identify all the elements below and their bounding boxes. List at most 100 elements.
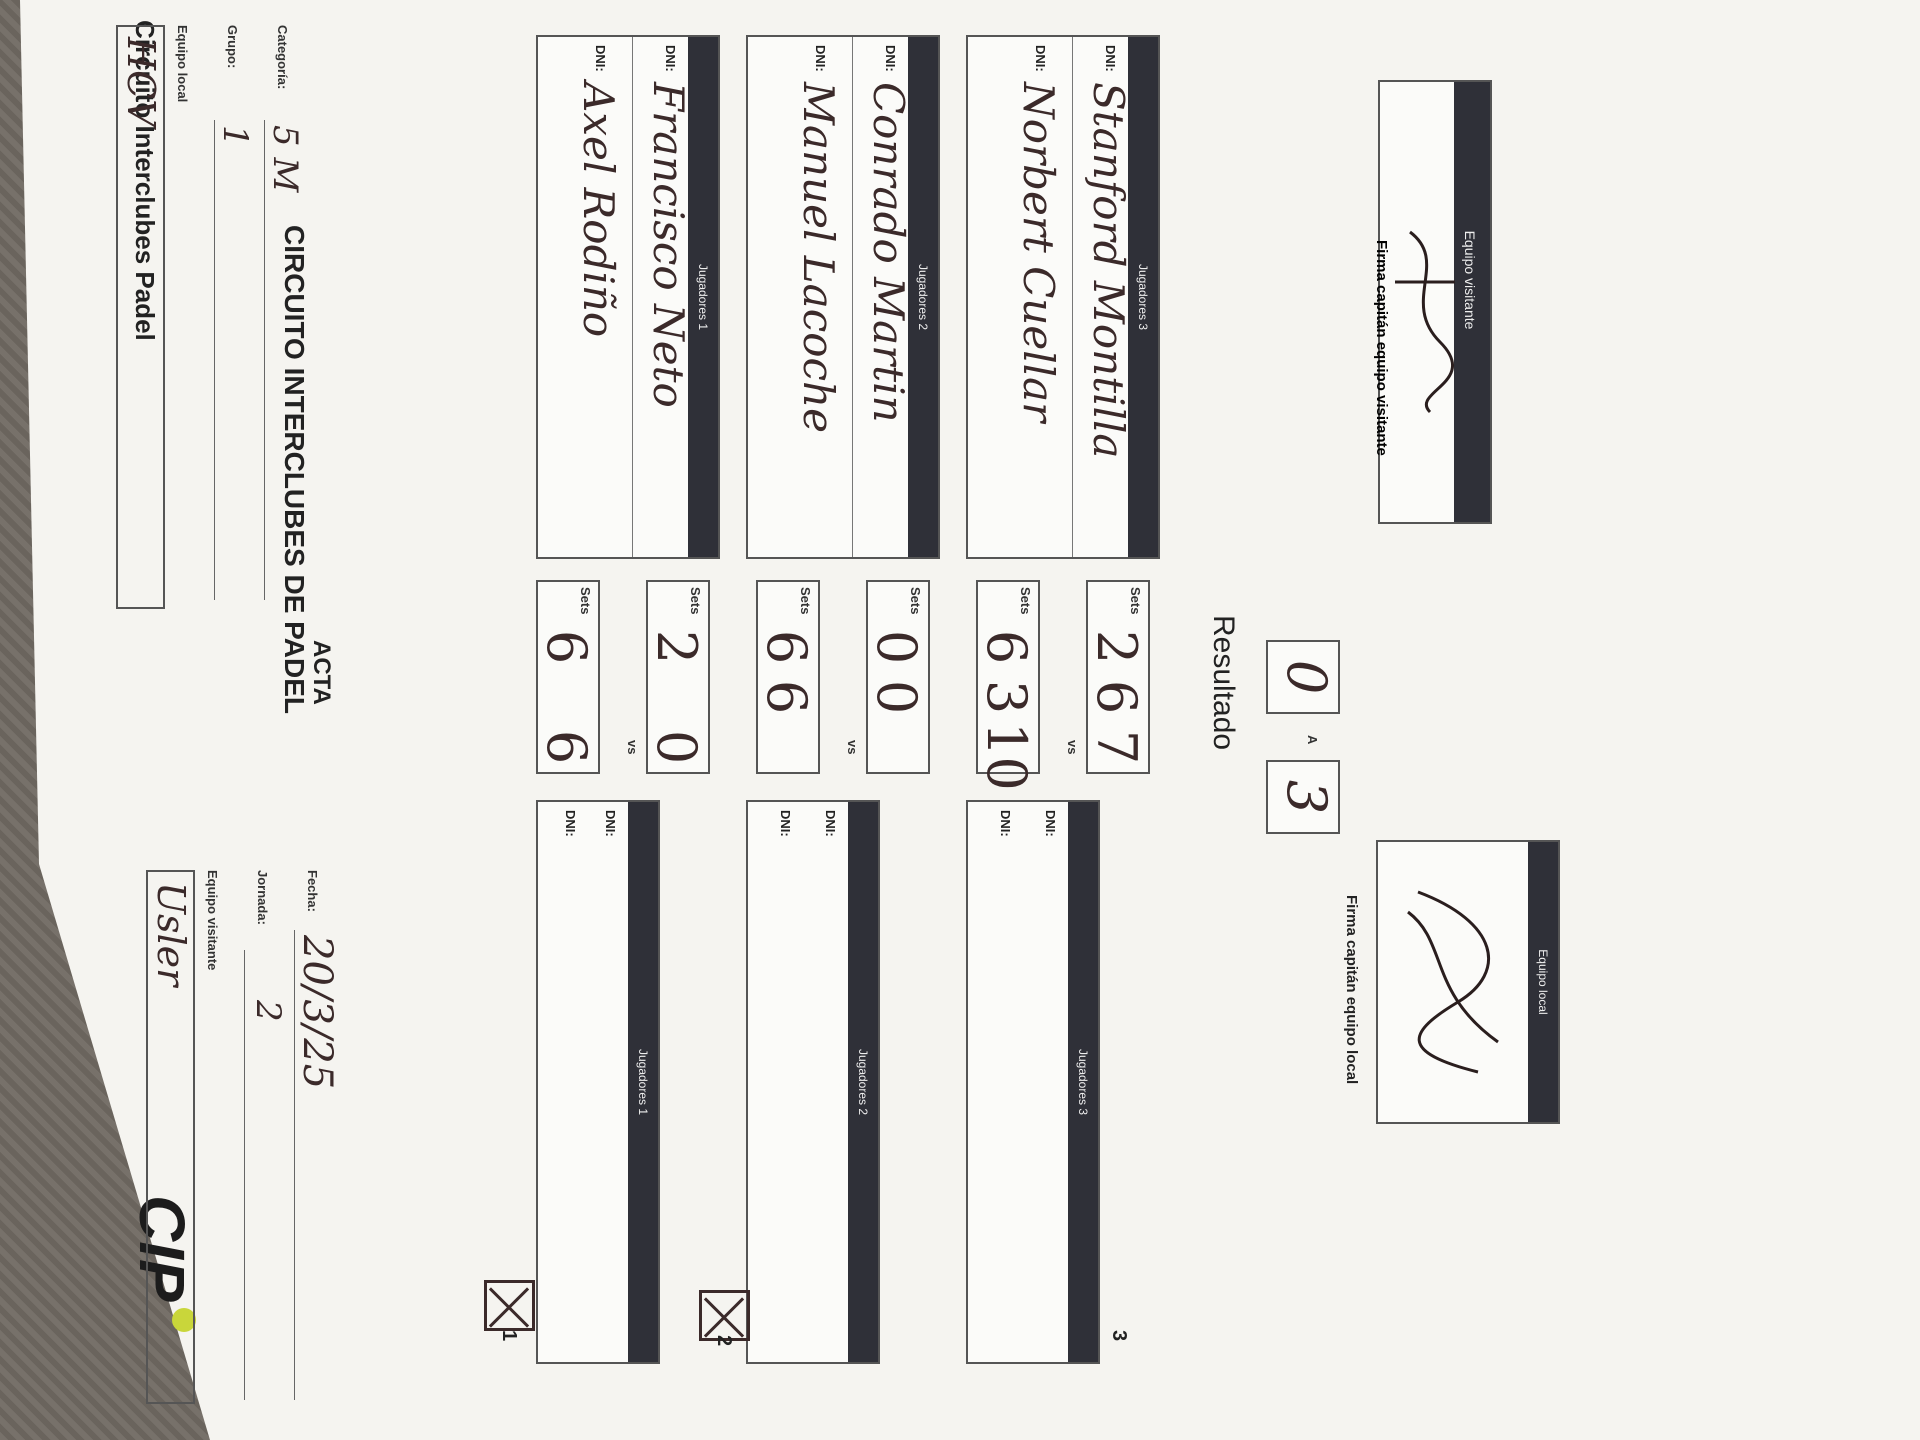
match-3-local-sets: Sets 2 6 7 <box>1085 580 1150 774</box>
match-1-local-set-1: 2 <box>645 629 708 665</box>
categoria-value: 5 M <box>265 125 305 193</box>
match-1-sets-label: Sets <box>688 587 703 615</box>
result-local-value: 0 <box>1275 659 1338 695</box>
signature-local-label: Firma capitán equipo local <box>1343 895 1360 1085</box>
match-3-dni-1: DNI: <box>1103 45 1118 72</box>
match-1-dni-2: DNI: <box>593 45 608 72</box>
match-1-visitor-number: 1 <box>498 1330 520 1342</box>
fecha-label: Fecha: <box>305 870 320 912</box>
match-2-local-table: Jugadores 2 DNI: Conrado Martin DNI: Man… <box>746 35 940 559</box>
match-3-player-2: Norbert Cuellar <box>1014 82 1063 423</box>
match-2-player-1: Conrado Martin <box>864 82 913 423</box>
match-3-player-1: Stanford Montilla <box>1084 82 1133 459</box>
equipo-visitante-label: Equipo visitante <box>205 870 220 971</box>
match-3-dni-2: DNI: <box>1033 45 1048 72</box>
match-1-visitor-set-3: 6 <box>535 729 598 765</box>
signature-visitor-box: Equipo visitante <box>1378 80 1492 524</box>
match-1-player-1: Francisco Neto <box>644 82 693 408</box>
match-1-check-icon <box>484 1280 535 1331</box>
match-2-local-sets: Sets 0 0 <box>865 580 930 774</box>
match-3-local-set-2: 6 <box>1085 679 1148 715</box>
categoria-label: Categoría: <box>275 25 290 90</box>
match-1-visitor-dni-2: DNI: <box>563 810 578 837</box>
grupo-line <box>214 120 215 600</box>
match-3-row-divider <box>1072 37 1073 557</box>
match-1-visitor-table: Jugadores 1 DNI: DNI: <box>536 800 660 1364</box>
match-2-visitor-number: 2 <box>713 1335 735 1347</box>
match-3-local-set-3: 7 <box>1085 729 1148 765</box>
match-1-row-divider <box>632 37 633 557</box>
main-title: CIRCUITO INTERCLUBES DE PADEL <box>279 225 310 714</box>
match-1-sets-label-visitor: Sets <box>578 587 593 615</box>
match-3-local-set-1: 2 <box>1085 629 1148 665</box>
match-1-player-2: Axel Rodiño <box>574 82 623 338</box>
match-1-visitor-header: Jugadores 1 <box>628 802 658 1362</box>
match-3-visitor-set-3: 10 <box>975 722 1038 791</box>
match-3-visitor-set-1: 6 <box>975 629 1038 665</box>
equipo-visitante-value: Usler <box>149 882 193 987</box>
match-3-sets-label: Sets <box>1128 587 1143 615</box>
match-2-visitor-table: Jugadores 2 DNI: DNI: <box>746 800 880 1364</box>
grupo-label: Grupo: <box>225 25 240 69</box>
signature-visitor-header-bar <box>1454 82 1490 522</box>
match-1-local-sets: Sets 2 0 <box>645 580 710 774</box>
categoria-line <box>264 120 265 600</box>
fecha-value: 20/3/25 <box>294 935 340 1090</box>
result-visitor-box: 3 <box>1266 760 1340 834</box>
jornada-label: Jornada: <box>255 870 270 925</box>
match-2-visitor-set-2: 6 <box>755 679 818 715</box>
match-3-visitor-number: 3 <box>1108 1330 1130 1342</box>
match-3-visitor-dni-1: DNI: <box>1043 810 1058 837</box>
match-2-visitor-set-1: 6 <box>755 629 818 665</box>
match-2-dni-1: DNI: <box>883 45 898 72</box>
match-3-visitor-set-2: 3 <box>975 679 1038 715</box>
match-3-local-table: Jugadores 3 DNI: Stanford Montilla DNI: … <box>966 35 1160 559</box>
match-1-visitor-dni-1: DNI: <box>603 810 618 837</box>
match-2-sets-label-visitor: Sets <box>798 587 813 615</box>
match-2-visitor-dni-2: DNI: <box>778 810 793 837</box>
match-2-visitor-dni-1: DNI: <box>823 810 838 837</box>
match-2-dni-2: DNI: <box>813 45 828 72</box>
equipo-local-value: HCV <box>119 37 163 127</box>
match-3-vs: vs <box>1065 740 1080 755</box>
match-1-visitor-set-1: 6 <box>535 629 598 665</box>
signature-visitor-scribble <box>1395 230 1455 414</box>
match-2-local-set-2: 0 <box>865 679 928 715</box>
result-a-label: A <box>1305 735 1320 745</box>
signature-local-scribble <box>1407 890 1499 1074</box>
signature-local-box: Equipo local <box>1376 840 1560 1124</box>
result-visitor-value: 3 <box>1275 779 1338 815</box>
match-2-sets-label: Sets <box>908 587 923 615</box>
match-1-vs: vs <box>625 740 640 755</box>
equipo-visitante-box: Usler <box>146 870 195 1404</box>
match-1-local-set-3: 0 <box>645 729 708 765</box>
match-2-player-2: Manuel Lacoche <box>794 82 843 433</box>
signature-visitor-header: Equipo visitante <box>1462 230 1478 330</box>
resultado-title: Resultado <box>1207 615 1240 751</box>
match-2-visitor-header: Jugadores 2 <box>848 802 878 1362</box>
acta-subtitle: ACTA <box>308 640 335 705</box>
jornada-line <box>244 950 245 1400</box>
grupo-value: 1 <box>215 125 255 147</box>
match-2-vs: vs <box>845 740 860 755</box>
equipo-local-label: Equipo local <box>175 25 190 103</box>
match-3-visitor-header: Jugadores 3 <box>1068 802 1098 1362</box>
match-3-sets-label-visitor: Sets <box>1018 587 1033 615</box>
signature-visitor-label: Firma capitán equipo visitante <box>1373 240 1390 456</box>
cip-logo: CIP <box>126 1190 200 1340</box>
match-3-visitor-dni-2: DNI: <box>998 810 1013 837</box>
anchor <box>1380 1270 1381 1271</box>
jornada-value: 2 <box>248 1000 288 1022</box>
equipo-local-box: HCV <box>116 25 165 609</box>
svg-text:CIP: CIP <box>130 1195 198 1302</box>
match-2-local-set-1: 0 <box>865 629 928 665</box>
match-1-visitor-sets: Sets 6 6 <box>535 580 600 774</box>
match-2-visitor-sets: Sets 6 6 <box>755 580 820 774</box>
signature-local-header: Equipo local <box>1528 842 1558 1122</box>
match-3-visitor-table: Jugadores 3 DNI: DNI: <box>966 800 1100 1364</box>
match-1-dni-1: DNI: <box>663 45 678 72</box>
fecha-line <box>294 930 295 1400</box>
match-1-local-table: Jugadores 1 DNI: Francisco Neto DNI: Axe… <box>536 35 720 559</box>
result-local-box: 0 <box>1266 640 1340 714</box>
